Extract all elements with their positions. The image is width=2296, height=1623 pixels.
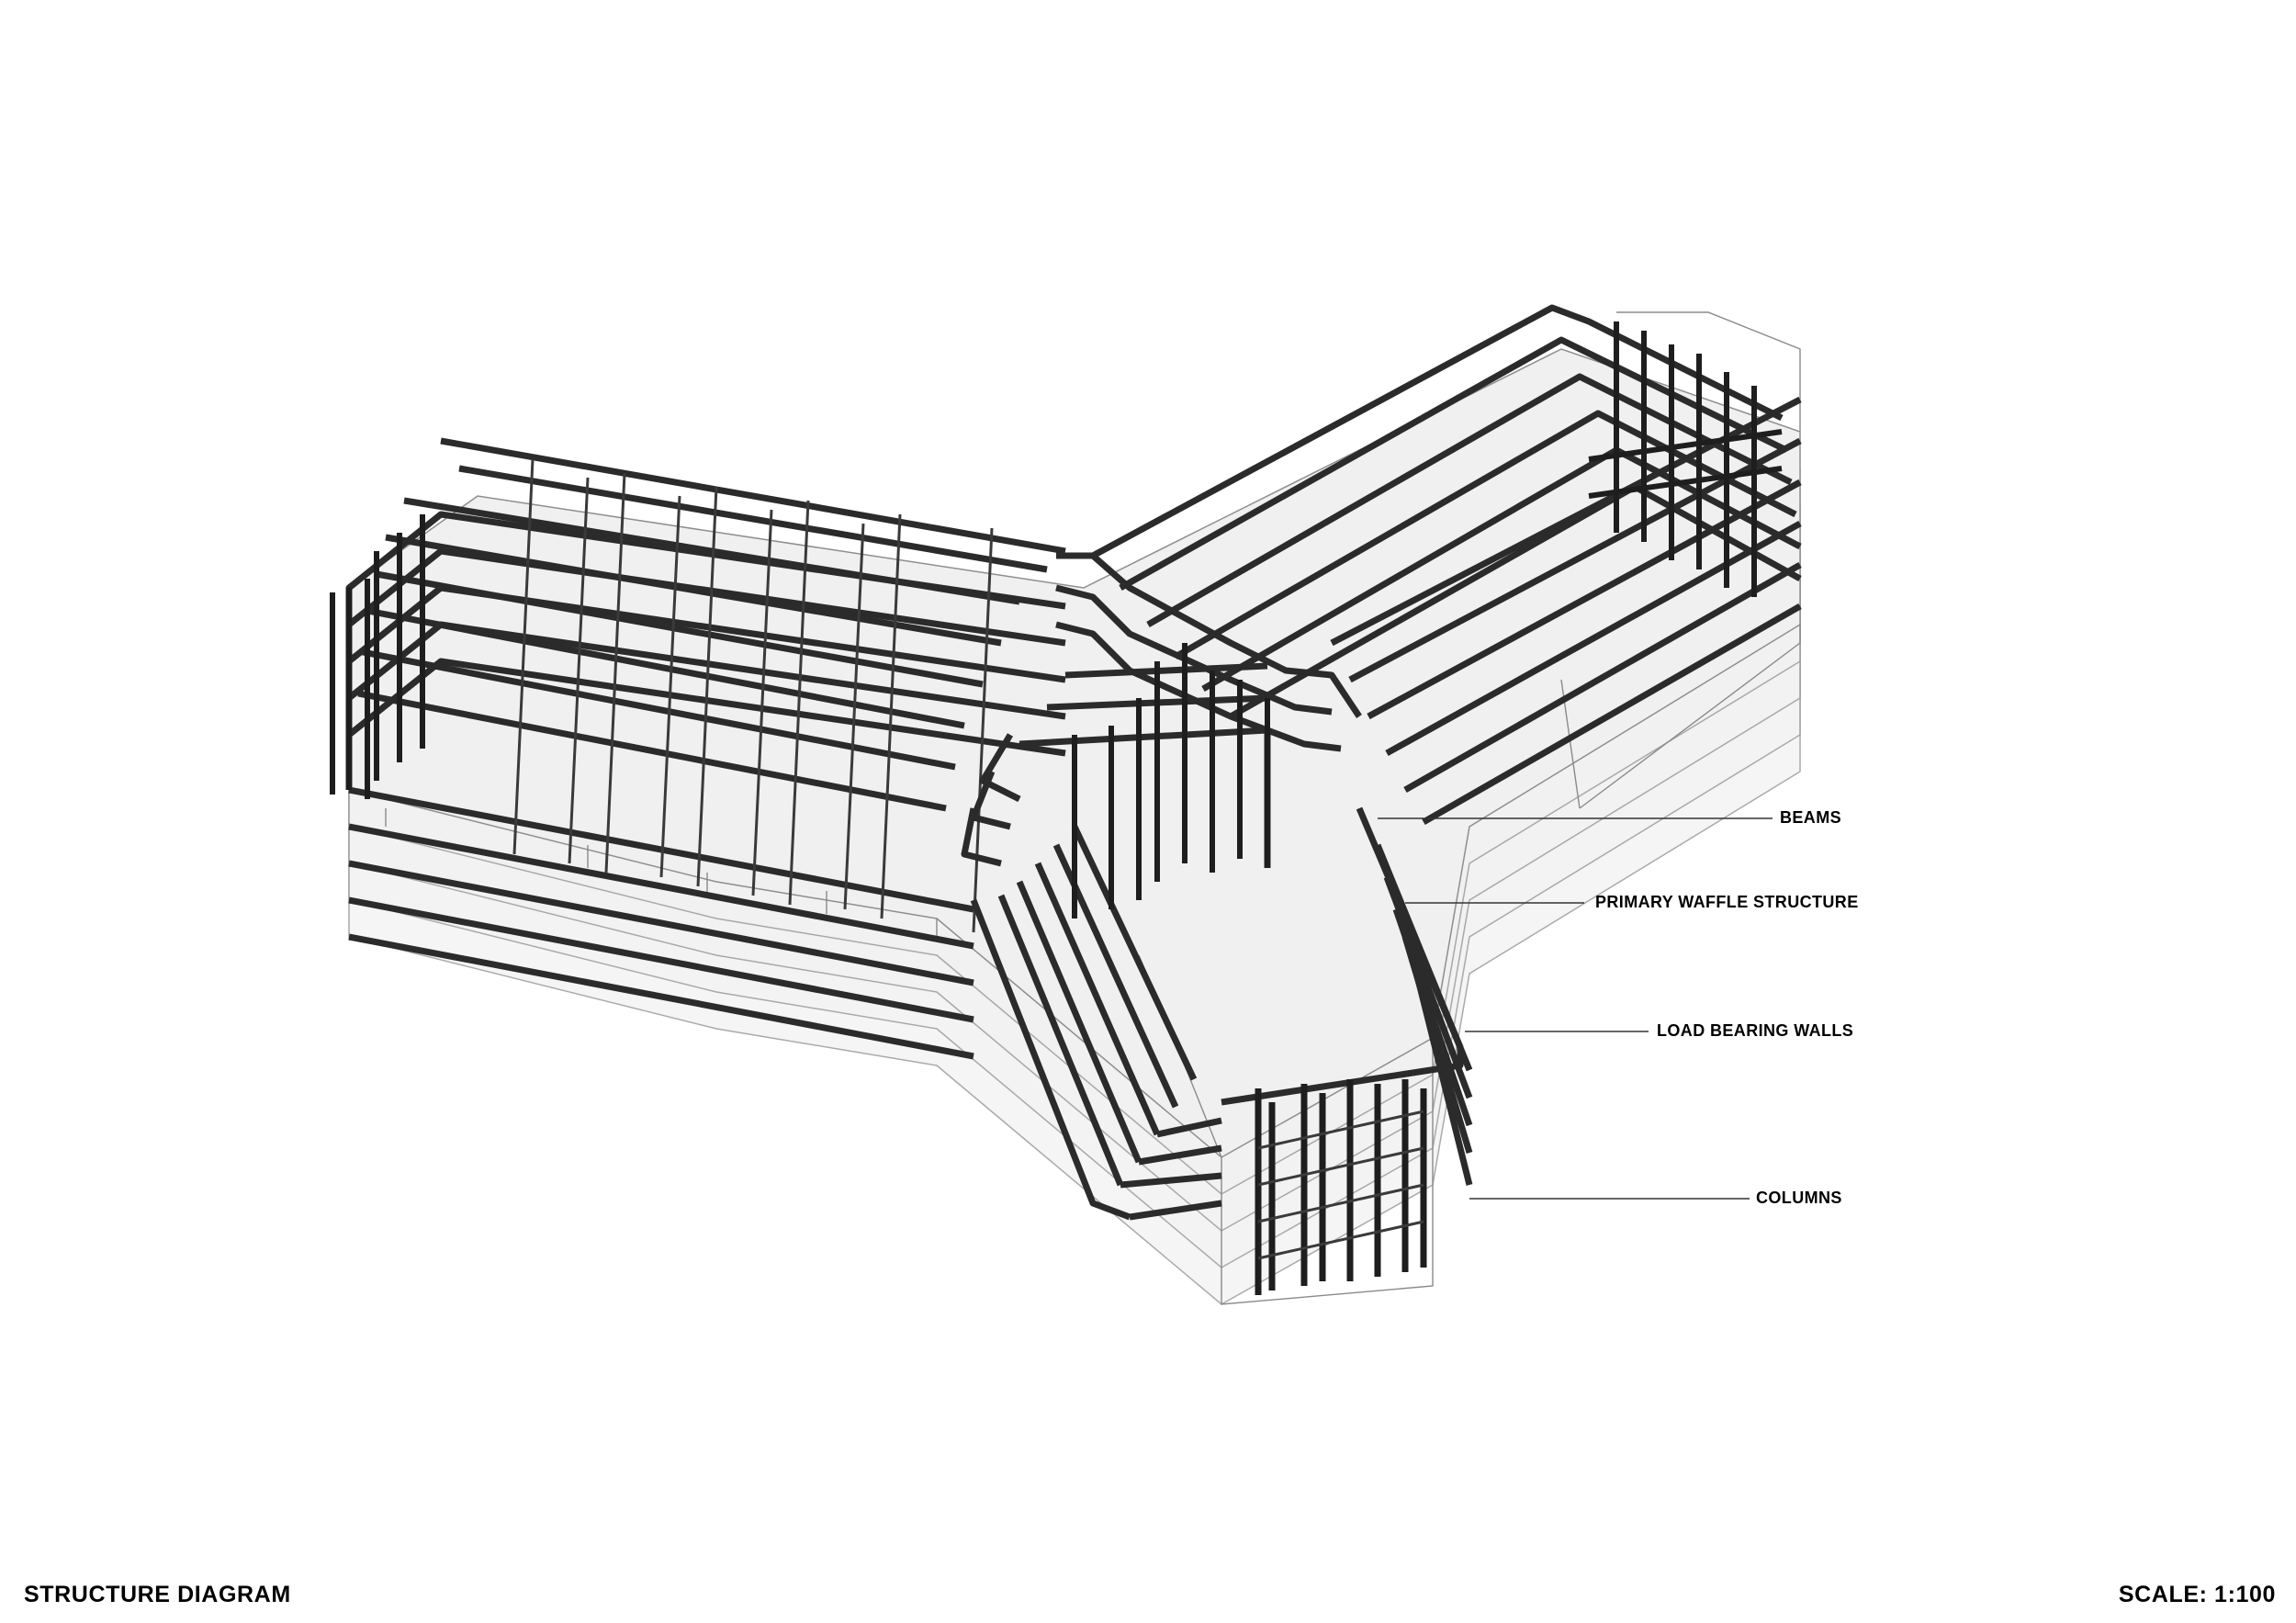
beams-wing-south — [970, 806, 1473, 1221]
columns-wing-south — [1255, 1079, 1427, 1295]
diagram-title: STRUCTURE DIAGRAM — [24, 1582, 291, 1607]
columns-wing-northeast — [1588, 321, 1783, 597]
callout-load-bearing-walls: LOAD BEARING WALLS — [1657, 1021, 1854, 1040]
columns-wing-west — [330, 514, 425, 799]
leader-lines — [1378, 817, 1773, 1200]
beams-wing-west — [345, 437, 1066, 1060]
column-bracing-south — [1257, 1110, 1424, 1260]
callout-primary-waffle-structure: PRIMARY WAFFLE STRUCTURE — [1595, 893, 1859, 911]
scale-label: SCALE: 1:100 — [2118, 1582, 2276, 1607]
callout-beams: BEAMS — [1780, 808, 1842, 827]
callout-columns: COLUMNS — [1756, 1189, 1842, 1207]
columns-core — [1072, 643, 1270, 919]
cross-beams-wing-west — [512, 458, 994, 933]
